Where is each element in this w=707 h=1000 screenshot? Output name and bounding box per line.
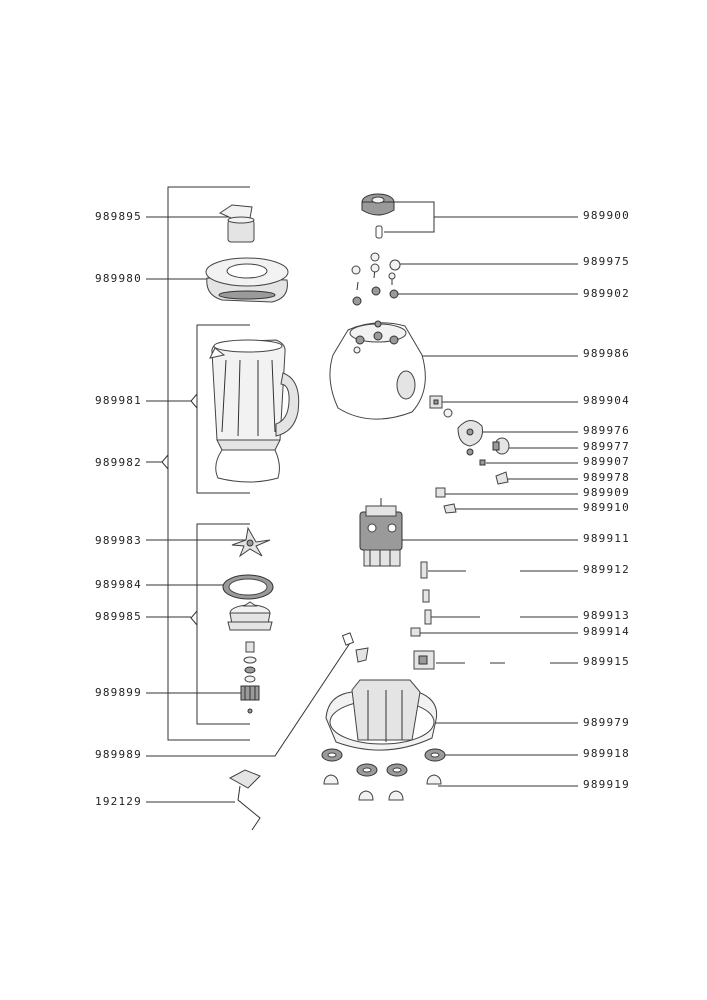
part-label-989975: 989975 bbox=[583, 255, 630, 268]
part-label-989976: 989976 bbox=[583, 424, 630, 437]
spring-clip-part bbox=[341, 632, 369, 663]
part-label-989985: 989985 bbox=[95, 610, 142, 623]
clip-part bbox=[443, 503, 457, 514]
suction-rings-part bbox=[321, 748, 446, 777]
part-label-192129: 192129 bbox=[95, 795, 142, 808]
part-label-989977: 989977 bbox=[583, 440, 630, 453]
part-label-989983: 989983 bbox=[95, 534, 142, 547]
part-label-989981: 989981 bbox=[95, 394, 142, 407]
part-label-989986: 989986 bbox=[583, 347, 630, 360]
left-leaders bbox=[146, 216, 353, 803]
measuring-cap-part bbox=[218, 204, 255, 243]
jar-bracket bbox=[196, 324, 250, 494]
switch-bracket-part bbox=[429, 395, 443, 409]
part-label-989909: 989909 bbox=[583, 486, 630, 499]
part-label-989912: 989912 bbox=[583, 563, 630, 576]
drive-coupler-part bbox=[361, 193, 395, 239]
knob-plate-part bbox=[443, 408, 483, 456]
part-label-989895: 989895 bbox=[95, 210, 142, 223]
blender-jar-part bbox=[209, 339, 300, 483]
coupling-stack-part bbox=[240, 641, 260, 714]
knob-insert-part bbox=[495, 471, 509, 485]
jar-lid-part bbox=[205, 257, 289, 303]
motor-housing-part bbox=[329, 320, 426, 420]
small-nut-part bbox=[479, 459, 486, 466]
part-label-989910: 989910 bbox=[583, 501, 630, 514]
part-label-989984: 989984 bbox=[95, 578, 142, 591]
outer-bracket bbox=[167, 186, 250, 741]
right-labels: 989900 989975 989902 989986 989904 98997… bbox=[583, 209, 630, 791]
part-label-989904: 989904 bbox=[583, 394, 630, 407]
outer-bracket-tip bbox=[161, 454, 169, 470]
part-label-989919: 989919 bbox=[583, 778, 630, 791]
blade-housing-part bbox=[227, 601, 273, 631]
blade-bracket-tip bbox=[190, 610, 198, 626]
part-label-989918: 989918 bbox=[583, 747, 630, 760]
left-brackets bbox=[146, 186, 250, 741]
part-label-989899: 989899 bbox=[95, 686, 142, 699]
part-label-989900: 989900 bbox=[583, 209, 630, 222]
part-label-989911: 989911 bbox=[583, 532, 630, 545]
switch-block-part bbox=[413, 650, 435, 670]
blade-part bbox=[231, 526, 271, 558]
part-label-989914: 989914 bbox=[583, 625, 630, 638]
microswitch-part bbox=[435, 487, 446, 498]
part-label-989978: 989978 bbox=[583, 471, 630, 484]
fasteners-part bbox=[351, 252, 401, 306]
part-label-989979: 989979 bbox=[583, 716, 630, 729]
suction-feet-part bbox=[323, 774, 442, 801]
right-leaders bbox=[384, 201, 578, 787]
control-knob-part bbox=[492, 437, 510, 455]
blade-bracket bbox=[196, 523, 250, 725]
part-label-989915: 989915 bbox=[583, 655, 630, 668]
part-label-989907: 989907 bbox=[583, 455, 630, 468]
crank-tool-part bbox=[228, 769, 261, 831]
motor-base-part bbox=[325, 679, 438, 751]
brush-parts bbox=[410, 561, 432, 637]
part-label-989989: 989989 bbox=[95, 748, 142, 761]
part-label-989980: 989980 bbox=[95, 272, 142, 285]
left-labels: 989895 989980 989981 989982 989983 98998… bbox=[95, 210, 142, 808]
seal-ring-part bbox=[222, 574, 274, 600]
part-label-989902: 989902 bbox=[583, 287, 630, 300]
motor-part bbox=[359, 498, 403, 567]
jar-bracket-tip bbox=[190, 393, 198, 409]
part-label-989913: 989913 bbox=[583, 609, 630, 622]
part-label-989982: 989982 bbox=[95, 456, 142, 469]
